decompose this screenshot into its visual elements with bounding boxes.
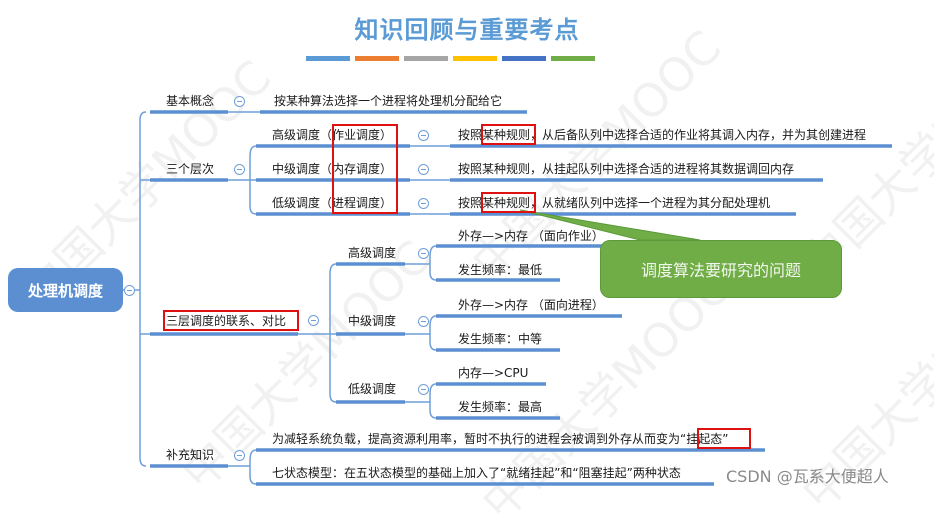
node-basic-detail[interactable]: 按某种算法选择一个进程将处理机分配给它 [274,94,503,108]
extra-highlight: “挂起态” [680,432,729,446]
node-basic-concept[interactable]: 基本概念 [166,94,215,108]
color-bar-orange [355,56,399,61]
detail-highlight: 某种规则 [482,128,531,142]
node-level-low[interactable]: 低级调度（进程调度） [272,195,392,211]
color-bar-green [551,56,595,61]
collapse-icon[interactable] [308,315,319,326]
level-alias: （进程调度） [320,196,393,210]
highlight-box-rule-low [481,192,536,213]
credit-watermark: CSDN @瓦系大便超人 [726,467,889,486]
node-compare-mid[interactable]: 中级调度 [348,314,397,328]
level-alias: （作业调度） [320,128,393,142]
root-label: 处理机调度 [27,281,103,300]
node-level-mid-detail[interactable]: 按照某种规则，从挂起队列中选择合适的进程将其数据调回内存 [458,161,794,177]
node-compare-low-frequency[interactable]: 发生频率：最高 [458,400,543,414]
highlight-box-aliases [332,124,398,214]
node-level-high-detail[interactable]: 按照某种规则，从后备队列中选择合适的作业将其调入内存，并为其创建进程 [458,127,866,143]
node-compare-high-frequency[interactable]: 发生频率：最低 [458,263,543,277]
node-level-high[interactable]: 高级调度（作业调度） [272,127,392,143]
collapse-icon[interactable] [418,316,429,327]
collapse-icon[interactable] [418,164,429,175]
collapse-icon[interactable] [418,130,429,141]
node-compare-low-direction[interactable]: 内存—>CPU [458,366,529,380]
page-title: 知识回顾与重要考点 [354,15,580,44]
detail-rest: ，从就绪队列中选择一个进程为其分配处理机 [530,196,771,210]
color-bar-darkblue [502,56,546,61]
node-compare[interactable]: 三层调度的联系、对比 [166,314,287,328]
collapse-icon[interactable] [234,450,245,461]
callout-bubble: 调度算法要研究的问题 [600,240,842,298]
highlight-box-suspend [697,428,751,449]
level-label: 中级调度 [272,162,321,176]
node-compare-mid-direction[interactable]: 外存—>内存 （面向进程） [458,298,604,312]
mindmap-connectors [123,110,892,486]
callout-text: 调度算法要研究的问题 [640,261,801,280]
detail-highlight: 某种规则 [482,162,531,176]
node-compare-low[interactable]: 低级调度 [348,382,397,396]
color-bar-blue [306,56,350,61]
node-level-mid[interactable]: 中级调度（内存调度） [272,161,392,177]
color-bar-gray [404,56,448,61]
node-extra-seven-state[interactable]: 七状态模型：在五状态模型的基础上加入了“就绪挂起”和“阻塞挂起”两种状态 [272,466,681,480]
collapse-icon[interactable] [234,164,245,175]
detail-prefix: 按照 [458,162,483,176]
detail-rest: ，从挂起队列中选择合适的进程将其数据调回内存 [530,162,795,176]
detail-highlight: 某种规则 [482,196,531,210]
collapse-icon[interactable] [418,384,429,395]
node-compare-high[interactable]: 高级调度 [348,246,397,260]
collapse-icon[interactable] [418,198,429,209]
node-three-levels[interactable]: 三个层次 [166,162,215,176]
extra-text: 为减轻系统负载，提高资源利用率，暂时不执行的进程会被调到外存从而变为 [272,432,681,446]
collapse-icon[interactable] [124,285,135,296]
detail-prefix: 按照 [458,128,483,142]
node-compare-mid-frequency[interactable]: 发生频率：中等 [458,332,543,346]
level-alias: （内存调度） [320,162,393,176]
root-node[interactable]: 处理机调度 [8,268,123,312]
level-label: 低级调度 [272,196,321,210]
node-level-low-detail[interactable]: 按照某种规则，从就绪队列中选择一个进程为其分配处理机 [458,195,770,211]
node-extra-suspend[interactable]: 为减轻系统负载，提高资源利用率，暂时不执行的进程会被调到外存从而变为“挂起态” [272,431,728,447]
color-bar-yellow [453,56,497,61]
highlight-box-compare [163,310,299,331]
collapse-icon[interactable] [234,96,245,107]
detail-rest: ，从后备队列中选择合适的作业将其调入内存，并为其创建进程 [530,128,867,142]
collapse-icon[interactable] [418,248,429,259]
detail-prefix: 按照 [458,196,483,210]
node-extra[interactable]: 补充知识 [166,448,215,462]
node-compare-high-direction[interactable]: 外存—>内存 （面向作业） [458,229,604,243]
level-label: 高级调度 [272,128,321,142]
highlight-box-rule-high [481,124,536,145]
